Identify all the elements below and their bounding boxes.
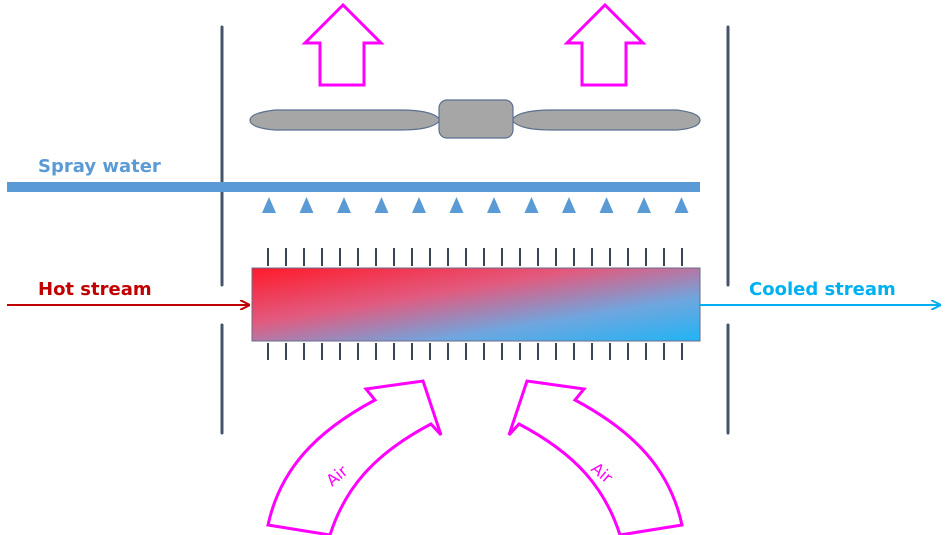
fan-icon [249,99,701,139]
spray-nozzle-icon [262,197,276,213]
hot-stream-label: Hot stream [38,279,152,300]
tower-walls [220,25,730,435]
air-inlet-arrow-icon [266,379,443,535]
spray-nozzle-icon [299,197,314,213]
heat-exchanger-tube [251,267,701,342]
spray-nozzle-icon [487,197,501,213]
spray-nozzle-icon [449,197,464,213]
exhaust-arrow-icon [563,2,647,87]
exchanger-fins [267,248,683,360]
spray-nozzle-icon [412,197,426,213]
spray-nozzle-icon [524,197,539,213]
spray-nozzle-icon [562,197,576,213]
fan-blade-right [511,109,701,131]
spray-water-label: Spray water [38,156,161,177]
spray-nozzle-icon [637,197,651,213]
exhaust-arrow-icon [301,2,385,87]
spray-nozzle-icon [374,197,389,213]
spray-nozzles [262,197,689,213]
spray-nozzle-icon [674,197,689,213]
spray-nozzle-icon [337,197,351,213]
fan-hub [438,99,514,139]
fan-blade-left [249,109,441,131]
air-inlet-arrow-icon [507,379,684,535]
cooled-stream-label: Cooled stream [749,279,896,300]
spray-nozzle-icon [599,197,614,213]
